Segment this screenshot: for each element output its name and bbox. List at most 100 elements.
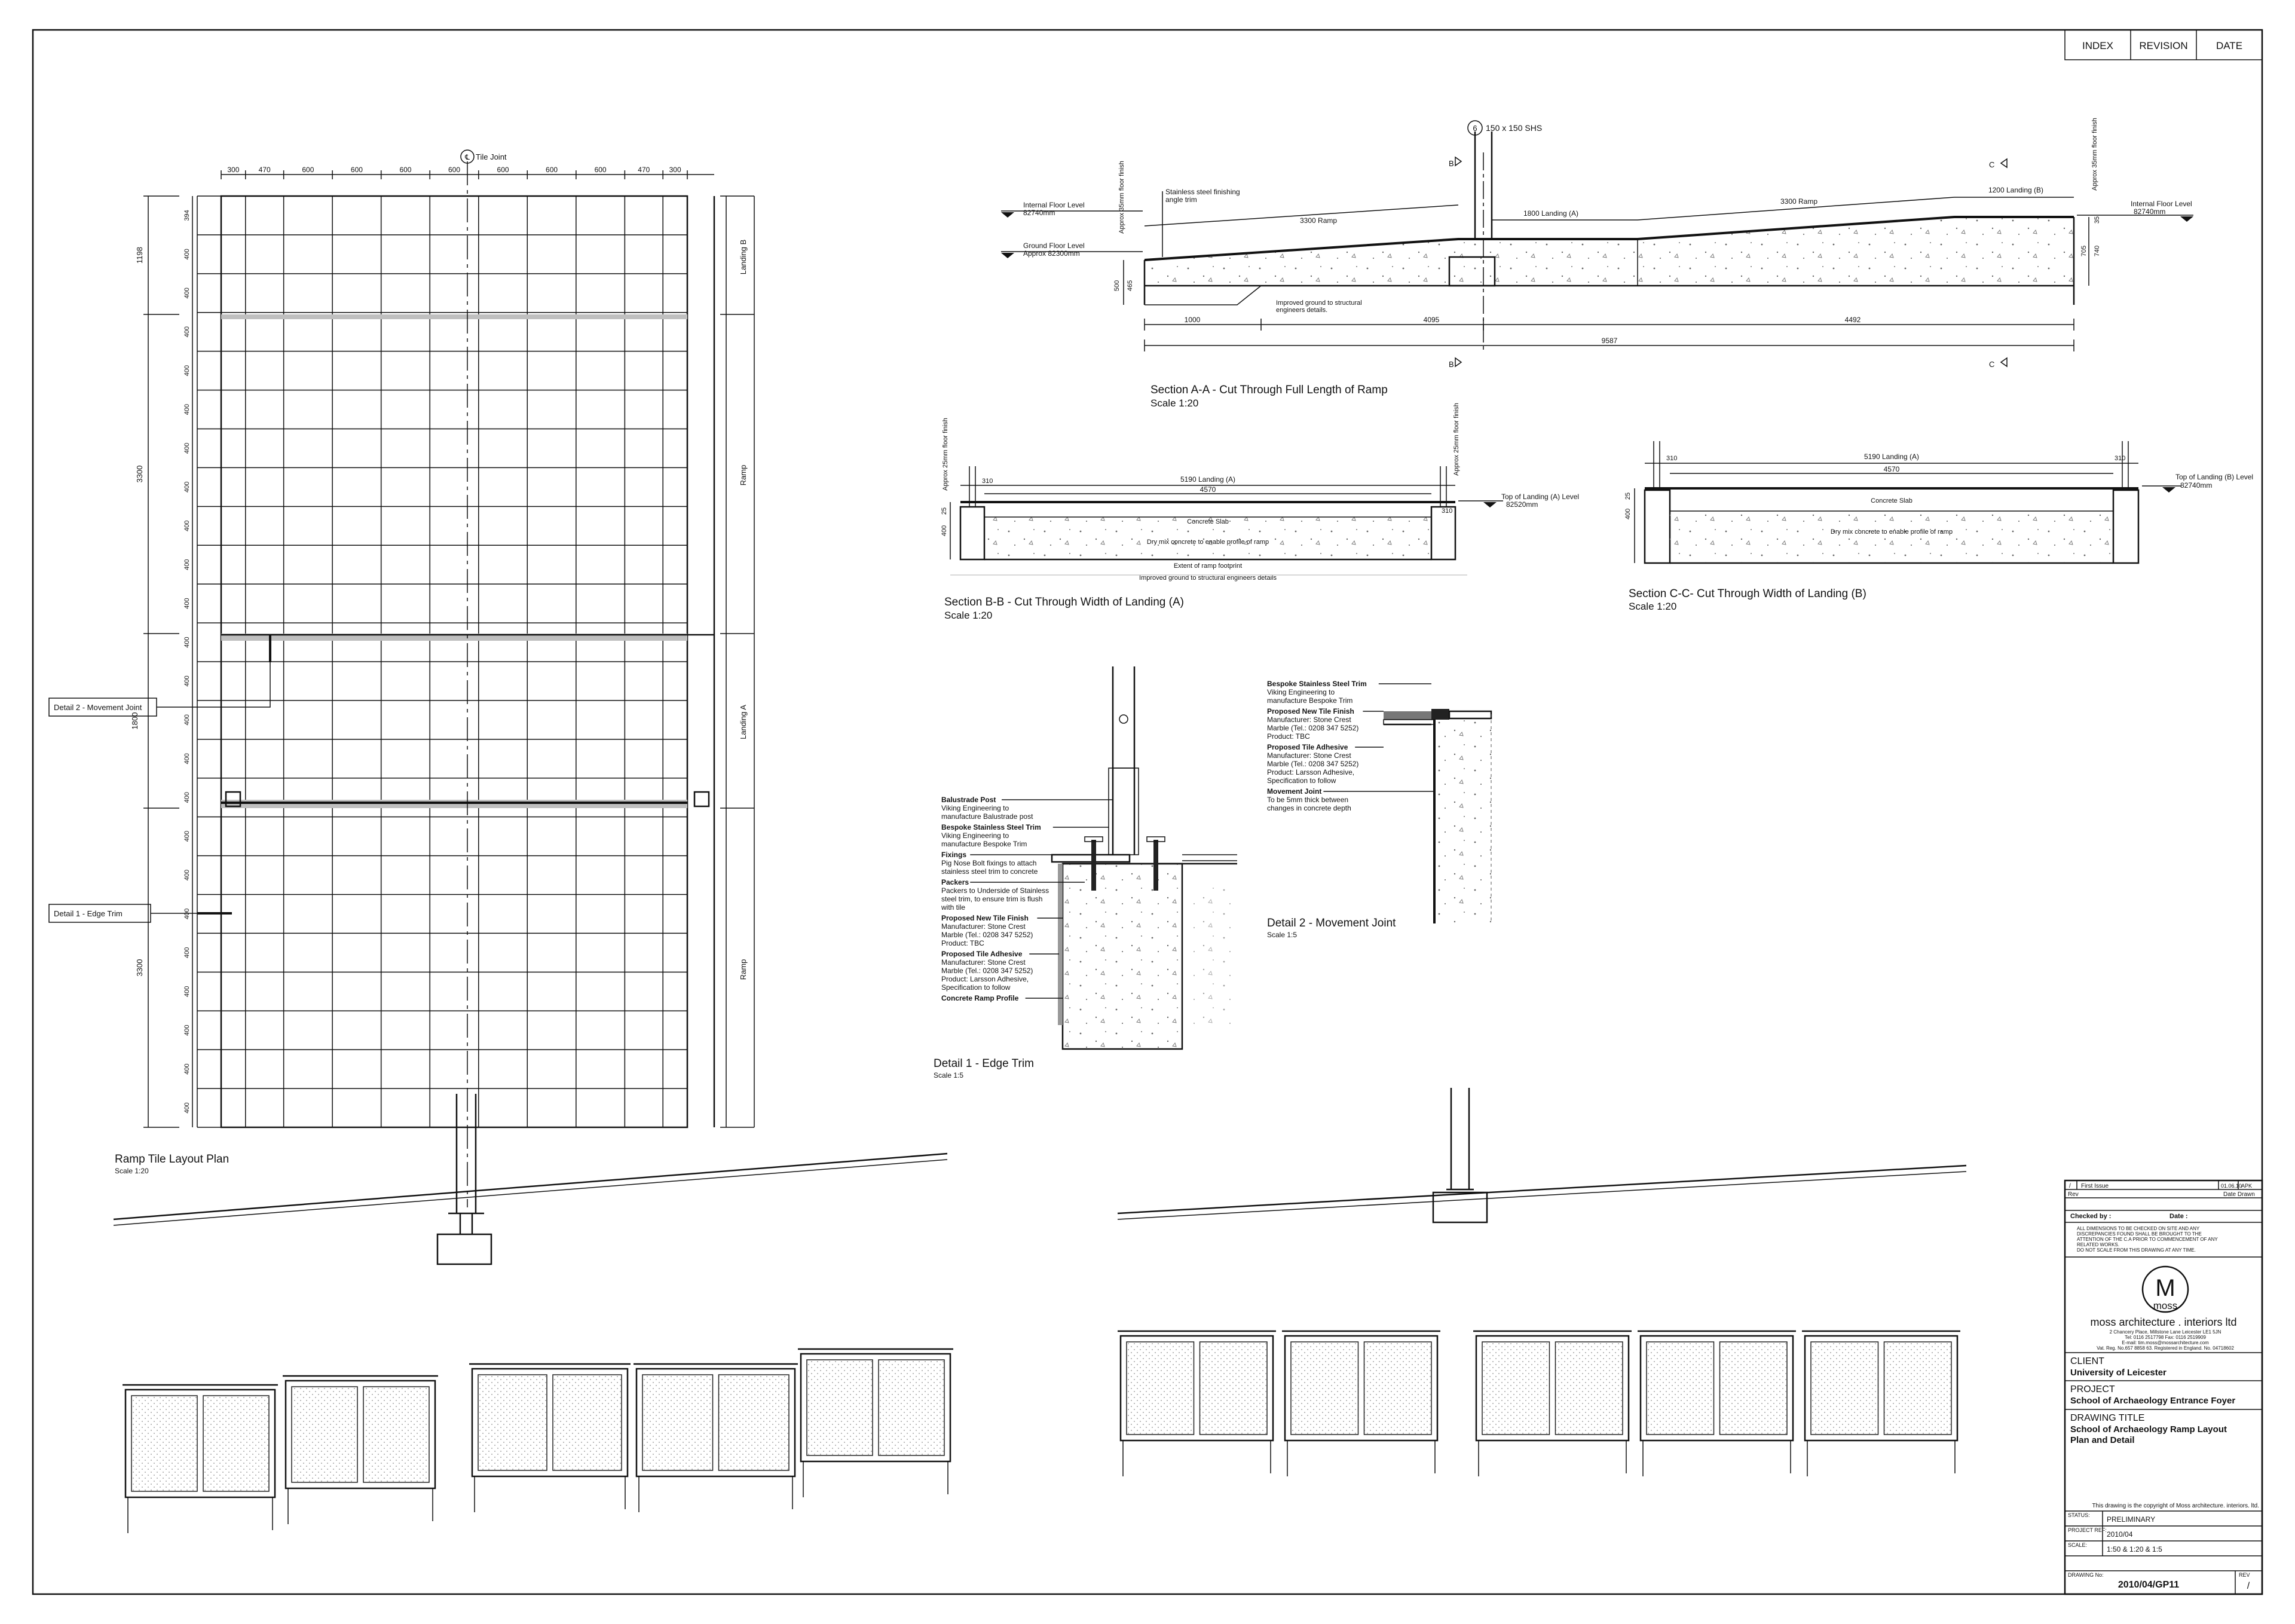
plan-post-left (225, 791, 241, 808)
d2-notes-line-3-1: changes in concrete depth (1267, 804, 1351, 812)
d1-notes-line-4-1: Marble (Tel.: 0208 347 5252) (941, 931, 1033, 939)
tb-note-1: DISCREPANCIES FOUND SHALL BE BROUGHT TO … (2077, 1231, 2202, 1237)
svg-text:1800 Landing (A): 1800 Landing (A) (1523, 209, 1578, 218)
zone-landing-a: Landing A (739, 705, 748, 739)
svg-text:82740mm: 82740mm (1023, 209, 1055, 217)
svg-text:310: 310 (1666, 455, 1677, 462)
svg-text:82740mm: 82740mm (2180, 481, 2212, 490)
svg-text:740: 740 (2094, 246, 2101, 256)
svg-text:CLIENT: CLIENT (2070, 1356, 2104, 1366)
svg-text:moss: moss (2153, 1300, 2178, 1311)
elev-left-panel-4 (800, 1353, 951, 1463)
svg-text:DRAWING TITLE: DRAWING TITLE (2070, 1413, 2144, 1423)
post-label: 150 x 150 SHS (1486, 123, 1542, 133)
plan-col-dim-0: 300 (227, 166, 239, 174)
svg-text:angle trim: angle trim (1165, 195, 1197, 204)
svg-text:Internal Floor Level: Internal Floor Level (2131, 200, 2192, 208)
status-value: PRELIMINARY (2107, 1515, 2155, 1524)
svg-text:Scale 1:20: Scale 1:20 (944, 610, 992, 621)
svg-text:℄: ℄ (464, 153, 470, 161)
svg-text:C: C (1989, 360, 1994, 369)
dim-landing-a: 1800 (130, 712, 139, 730)
d1-notes-line-2-0: Pig Nose Bolt fixings to attach (941, 859, 1036, 867)
svg-text:5190 Landing (A): 5190 Landing (A) (1180, 475, 1235, 484)
svg-text:Checked by :: Checked by : (2070, 1213, 2111, 1220)
svg-text:APK: APK (2241, 1183, 2252, 1189)
plan-row-dim-1: 400 (183, 249, 191, 259)
svg-text:PROJECT REF:: PROJECT REF: (2068, 1527, 2107, 1533)
svg-text:C: C (1989, 160, 1994, 169)
svg-text:SCALE:: SCALE: (2068, 1542, 2087, 1548)
elev-right-panel-2 (1475, 1335, 1630, 1442)
elev-right-panel-1 (1284, 1335, 1439, 1442)
plan-col-dim-7: 600 (546, 166, 558, 174)
svg-text:2010/04: 2010/04 (2107, 1530, 2133, 1539)
plan-row-dim-7: 400 (183, 482, 191, 493)
d1-notes-line-4-0: Manufacturer: Stone Crest (941, 922, 1026, 931)
project-name: School of Archaeology Entrance Foyer (2070, 1396, 2235, 1406)
company-address: 2 Chancery Place, Millstone Lane Leicest… (2097, 1329, 2234, 1351)
d1-notes-line-5-0: Manufacturer: Stone Crest (941, 958, 1026, 967)
d1-notes-line-5-1: Marble (Tel.: 0208 347 5252) (941, 967, 1033, 975)
d1-notes-line-5-3: Specification to follow (941, 983, 1011, 992)
plan-col-dim-8: 600 (595, 166, 607, 174)
svg-text:25: 25 (941, 507, 948, 515)
tb-address-0: 2 Chancery Place, Millstone Lane Leicest… (2110, 1329, 2221, 1335)
d2-notes-line-2-1: Marble (Tel.: 0208 347 5252) (1267, 760, 1358, 768)
callout-edge-trim: Detail 1 - Edge Trim (54, 909, 123, 918)
svg-text:310: 310 (2115, 455, 2125, 462)
plan-col-dim-6: 600 (497, 166, 509, 174)
svg-text:Extent of ramp footprint: Extent of ramp footprint (1174, 562, 1242, 570)
movement-joint-landing-b (221, 314, 687, 319)
d1-notes-line-3-0: Packers to Underside of Stainless (941, 886, 1049, 895)
svg-text:Approx 25mm floor finish: Approx 25mm floor finish (942, 418, 949, 491)
svg-text:82740mm: 82740mm (2134, 207, 2165, 216)
svg-text:4570: 4570 (1200, 485, 1216, 494)
tb-note-4: DO NOT SCALE FROM THIS DRAWING AT ANY TI… (2077, 1247, 2196, 1253)
svg-text:Stainless steel finishing: Stainless steel finishing (1165, 188, 1240, 196)
revision-header: INDEX REVISION DATE (2064, 29, 2263, 60)
d1-notes-line-0-1: manufacture Balustrade post (941, 812, 1033, 821)
svg-text:310: 310 (982, 478, 993, 485)
tile-joint-label: Tile Joint (476, 152, 507, 161)
svg-text:Ground Floor Level: Ground Floor Level (1023, 241, 1085, 250)
svg-text:Rev: Rev (2068, 1191, 2079, 1198)
plan-post-right (693, 791, 710, 808)
svg-text:M: M (2155, 1275, 2175, 1301)
detail-2-title: Detail 2 - Movement Joint (1267, 917, 1396, 929)
d2-notes-line-2-0: Manufacturer: Stone Crest (1267, 751, 1351, 760)
svg-text:Dry mix concrete to enable pro: Dry mix concrete to enable profile of ra… (1831, 528, 1953, 536)
section-c-c: 5190 Landing (A) 4570 Concrete Slab Dry … (1624, 441, 2253, 612)
d2-notes-line-0-1: manufacture Bespoke Trim (1267, 696, 1352, 705)
tb-address-2: E-mail: tim.moss@mossarchitecture.com (2122, 1340, 2209, 1345)
client-name: University of Leicester (2070, 1368, 2167, 1378)
plan-row-dim-15: 400 (183, 792, 191, 803)
callout-movement-joint: Detail 2 - Movement Joint (54, 703, 142, 712)
title-block-notes: ALL DIMENSIONS TO BE CHECKED ON SITE AND… (2077, 1226, 2218, 1253)
svg-text:Scale 1:5: Scale 1:5 (934, 1071, 963, 1079)
plan-row-dim-14: 400 (183, 753, 191, 764)
d2-notes-heading-1: Proposed New Tile Finish (1267, 707, 1354, 715)
elevation-right (1117, 1088, 1967, 1476)
plan-row-dim-12: 400 (183, 675, 191, 686)
d2-notes-line-1-0: Manufacturer: Stone Crest (1267, 715, 1351, 724)
plan-scale: Scale 1:20 (115, 1167, 149, 1175)
svg-text:1200 Landing (B): 1200 Landing (B) (1988, 186, 2043, 194)
section-cc-title: Section C-C- Cut Through Width of Landin… (1629, 588, 1866, 600)
d2-notes-line-1-1: Marble (Tel.: 0208 347 5252) (1267, 724, 1358, 732)
svg-text:3300 Ramp: 3300 Ramp (1300, 216, 1337, 225)
plan-col-dim-3: 600 (351, 166, 363, 174)
svg-text:/: / (2247, 1581, 2250, 1591)
svg-text:This drawing is the copyright: This drawing is the copyright of Moss ar… (2092, 1503, 2259, 1509)
section-b-b: 5190 Landing (A) 4570 Concrete Slab Dry … (941, 403, 1579, 621)
svg-text:Scale 1:20: Scale 1:20 (1150, 397, 1198, 409)
d2-notes-heading-3: Movement Joint (1267, 787, 1321, 796)
svg-text:5190 Landing (A): 5190 Landing (A) (1864, 452, 1919, 461)
tb-note-3: RELATED WORKS. (2077, 1242, 2119, 1247)
plan-row-dim-11: 400 (183, 637, 191, 647)
elev-left-panel-0 (124, 1388, 276, 1498)
tb-address-3: Vat. Reg. No.657 8858 63. Registered in … (2097, 1345, 2234, 1351)
plan-col-dim-9: 470 (638, 166, 650, 174)
plan-row-dim-2: 400 (183, 288, 191, 298)
